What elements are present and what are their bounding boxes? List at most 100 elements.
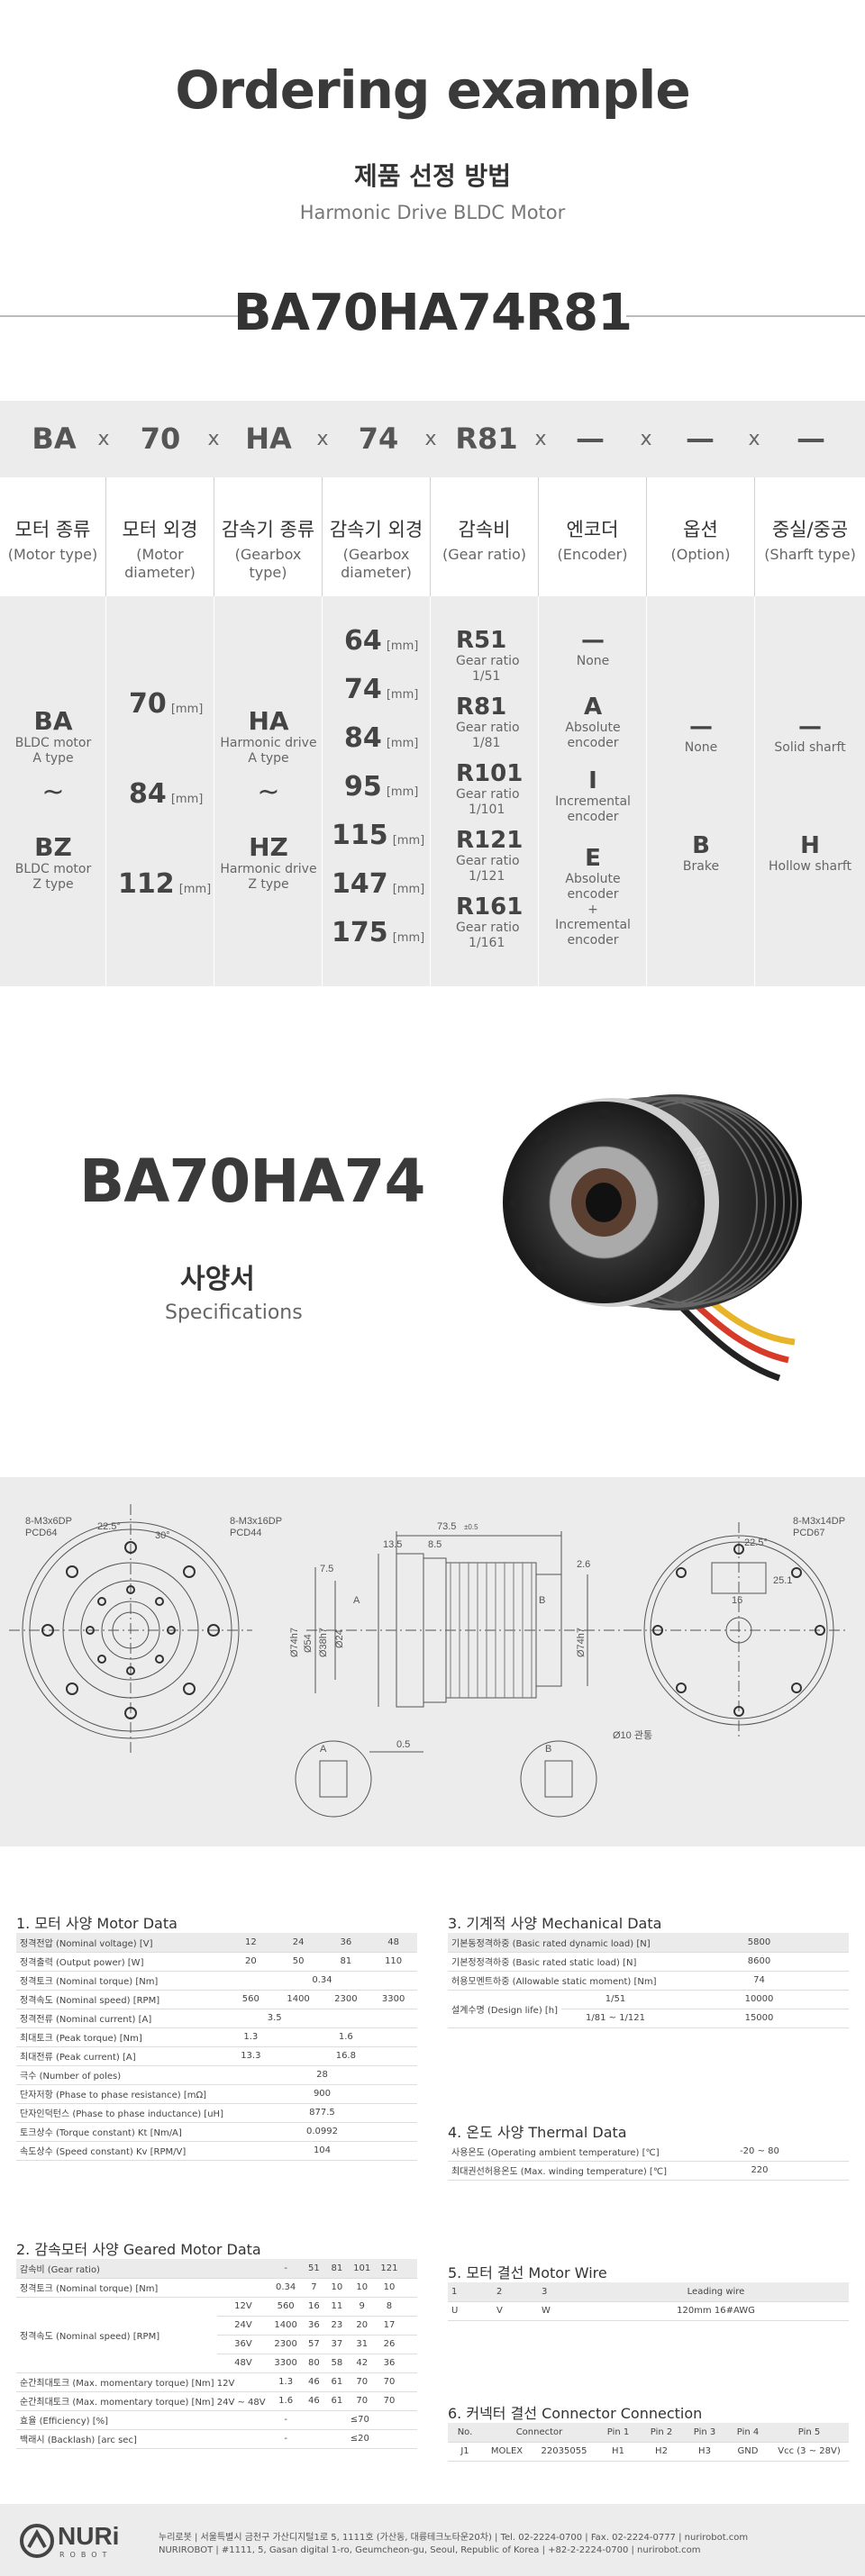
cell: 8600 [669,1952,849,1972]
table-row: 단자인덕턴스 (Phase to phase inductance) [uH]8… [16,2103,417,2123]
row-label: 단자저항 (Phase to phase resistance) [mΩ] [16,2084,227,2104]
code-separator: x [748,428,760,450]
cell: GND [726,2442,769,2462]
col-header-kr: 감속기 외경 [329,519,423,540]
cell: 12 [226,1933,275,1953]
cell: 7 [302,2278,326,2298]
motor-type-a-desc: BLDC motor [14,736,92,750]
gearbox-diameter-unit: [mm] [392,931,425,945]
col-header-kr: 감속기 종류 [221,519,315,540]
col-header-option: 옵션 (Option) [647,477,755,596]
cell: Pin 4 [726,2423,769,2443]
cell: Vcc (3 ~ 28V) [769,2442,849,2462]
cell: 877.5 [226,2103,417,2123]
cell: V [493,2301,538,2321]
code-seg-gear-ratio: R81 [455,422,518,456]
option-col-motor-type: BA BLDC motor A type ~ BZ BLDC motor Z t… [0,596,106,986]
cell: -20 ~ 80 [669,2142,849,2162]
gear-ratio-value: 1/81 [472,736,501,750]
spec-title-korean: 사양서 [180,1264,255,1295]
cell: 61 [325,2372,349,2392]
shaft-label: Solid sharft [774,740,846,755]
shaft-label: Hollow sharft [768,859,851,874]
cell: H2 [640,2442,683,2462]
technical-drawing: 8-M3x6DP PCD64 8-M3x16DP PCD44 22.5° 30° [9,1504,847,1818]
table-row: 효율 (Efficiency) [%]-≤70 [16,2410,417,2430]
cell: 1400 [274,1990,323,2009]
cell: 70 [348,2372,376,2392]
col-header-gear-ratio: 감속비 (Gear ratio) [431,477,539,596]
cell: 36 [302,2316,326,2336]
cell: 48V [217,2354,269,2373]
cell: U [448,2301,493,2321]
angle-label: 30° [155,1530,170,1541]
phi-label: Ø24 [334,1629,345,1648]
row-label: 허용모멘트하중 (Allowable static moment) [Nm] [448,1971,669,1991]
cell: 3300 [369,1990,417,2009]
cell: W [538,2301,583,2321]
col-header-en: (Encoder) [557,546,628,563]
cell: 26 [375,2335,404,2354]
row-label: 사용온도 (Operating ambient temperature) [℃] [448,2142,670,2162]
table-row: 극수 (Number of poles)28 [16,2065,417,2085]
col-header-en: (Gearbox type) [234,546,302,581]
cell: MOLEX [482,2442,532,2462]
section-label: B [539,1595,545,1606]
code-seg-option: — [686,422,715,456]
cell: 8 [375,2297,404,2317]
encoder-code: E [585,845,601,872]
motor-diameter-value: 84 [129,778,167,810]
cell: 1.3 [269,2372,303,2392]
cell: 12V [217,2297,269,2317]
gear-ratio-value: 1/121 [469,869,505,884]
encoder-desc: encoder [567,810,619,824]
gearbox-diameter-value: 74 [344,674,382,705]
option-code: B [692,832,710,859]
motor-diameter-unit: [mm] [170,793,204,806]
spec-header-section: BA70HA74 사양서 Specifications [0,986,865,1477]
dim-a: 13.5 [383,1539,402,1550]
cell: 16.8 [274,2046,417,2066]
cell: 37 [325,2335,349,2354]
gear-ratio-code: R81 [456,694,507,721]
table-row: 토크상수 (Torque constant) Kt [Nm/A]0.0992 [16,2122,417,2142]
encoder-code: I [588,767,597,794]
cell: 1/51 [561,1990,669,2009]
col-header-en: diameter) [124,564,196,581]
divider-right [626,315,865,317]
ordering-section: Ordering example 제품 선정 방법 Harmonic Drive… [0,0,865,986]
row-label: 정격속도 (Nominal speed) [RPM] [16,2297,218,2373]
cell: 10 [325,2278,349,2298]
cell: 2300 [322,1990,370,2009]
phi-label: Ø10 관통 [613,1729,652,1741]
cell: 36 [322,1933,370,1953]
motor-type-a-code: BA [33,706,73,736]
cell: 1400 [269,2316,303,2336]
encoder-desc: encoder [567,933,619,948]
cell: 48 [369,1933,417,1953]
encoder-code: — [581,627,605,654]
cell: 0.0992 [226,2122,417,2142]
cell: 220 [669,2161,849,2181]
row-label: 순간최대토크 (Max. momentary torque) [Nm] 24V … [16,2391,269,2411]
cell: 1.6 [274,2027,417,2047]
motor-type-z-desc: Z type [32,877,74,892]
cell: ≤20 [302,2429,417,2449]
row-label: 정격토크 (Nominal torque) [Nm] [16,1971,227,1991]
cell: 70 [375,2372,404,2392]
subtitle-english: Harmonic Drive BLDC Motor [299,202,566,223]
gearbox-type-z-desc: Harmonic drive [220,862,317,876]
cell: H3 [683,2442,726,2462]
cell: 61 [325,2391,349,2411]
drawing-section: 8-M3x6DP PCD64 8-M3x16DP PCD44 22.5° 30° [0,1477,865,1846]
col-header-en: (Motor type) [7,546,98,563]
phi-label: Ø74h7 [576,1628,587,1657]
gearbox-diameter-unit: [mm] [392,834,425,848]
cell: 20 [226,1952,275,1972]
gearbox-type-z-code: HZ [249,832,288,862]
gearbox-diameter-value: 64 [344,625,382,657]
